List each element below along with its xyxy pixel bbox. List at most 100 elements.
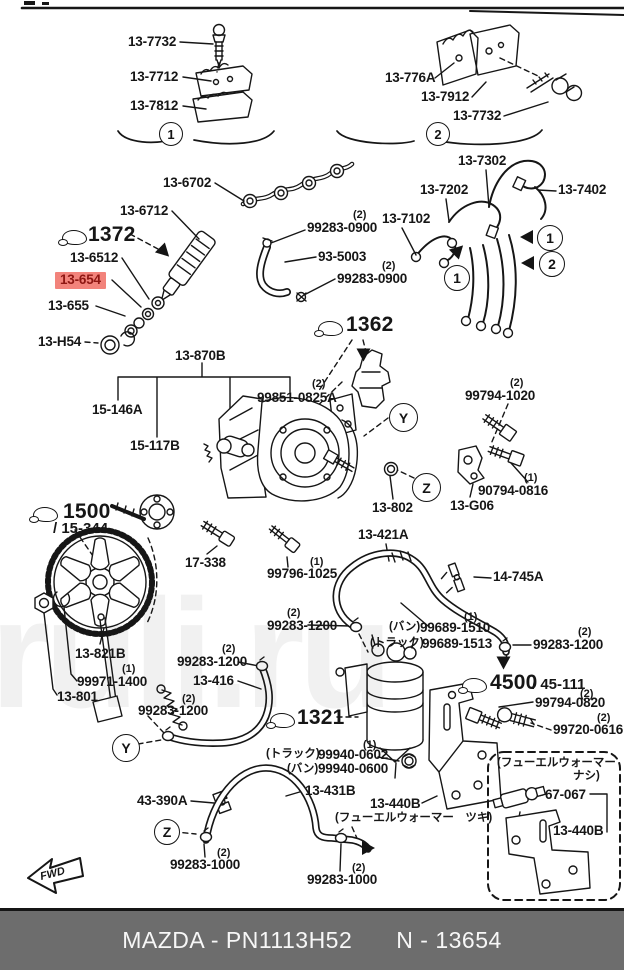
arrow-icon: [520, 230, 533, 244]
part-label-997940820-63: 99794-0820: [535, 695, 606, 710]
clamp-blocks-left: [192, 23, 253, 123]
part-label-13440B-72: 13-440B: [370, 796, 421, 811]
callout-circle-1-4: 1: [444, 265, 470, 291]
part-label-15344-19: / 15-344: [53, 520, 109, 537]
part-label-13655-11: 13-655: [48, 298, 89, 313]
part-label-992831200-55: 99283-1200: [177, 654, 248, 669]
part-label-1500-18: 1500: [63, 500, 111, 523]
ref-balloon-icon: [266, 713, 295, 729]
part-label-45111-61: / 45-111: [532, 676, 586, 693]
part-label-137402-29: 13-7402: [558, 182, 607, 197]
part-label-2-52: (2): [578, 626, 592, 638]
top-rule: [20, 1, 624, 16]
footer-catalog-number: MAZDA - PN1113H52: [122, 927, 353, 953]
injector-pipes: [410, 159, 547, 339]
ref-balloon-icon: [314, 321, 343, 337]
part-label-13421A-43: 13-421A: [358, 527, 409, 542]
part-label-2-31: (2): [353, 209, 367, 221]
part-label-67067-81: 67-067: [545, 787, 586, 802]
part-label-996891510-49: 99689-1510: [420, 620, 491, 635]
mount-bolts-right: [457, 414, 525, 485]
part-label-1362-36: 1362: [346, 313, 394, 336]
part-label-2-54: (2): [222, 643, 236, 655]
part-label-997961025-22: 99796-1025: [267, 566, 338, 581]
part-label-43390A-74: 43-390A: [137, 793, 188, 808]
part-label-1-47: (1): [464, 611, 478, 623]
part-label--48: (バン): [389, 621, 421, 633]
part-label--79: (フューエルウォーマー: [497, 757, 616, 769]
part-label-136702-6: 13-6702: [163, 175, 212, 190]
footer-bar: MAZDA - PN1113H52 N - 13654: [0, 908, 624, 970]
part-label-2-16: (2): [312, 378, 326, 390]
fuel-filter: [335, 634, 502, 810]
part-label-935003-33: 93-5003: [318, 249, 367, 264]
part-label-137712-1: 13-7712: [130, 69, 179, 84]
part-label-13801-26: 13-801: [57, 689, 98, 704]
callout-circle-Z-8: Z: [154, 819, 180, 845]
part-label-2-77: (2): [352, 862, 366, 874]
bracket-bolts-bottom: [465, 706, 537, 730]
part-label-13802-42: 13-802: [372, 500, 413, 515]
part-label-13G06-41: 13-G06: [450, 498, 494, 513]
part-label-997200616-65: 99720-0616: [553, 722, 624, 737]
part-label-13654-10: 13-654: [55, 272, 106, 290]
part-label-137912-4: 13-7912: [421, 89, 470, 104]
part-label-999400602-68: 99940-0602: [318, 747, 389, 762]
part-label-137732-5: 13-7732: [453, 108, 502, 123]
callout-circle-1-2: 1: [537, 225, 563, 251]
part-label-137102-30: 13-7102: [382, 211, 431, 226]
part-label-13776A-3: 13-776A: [385, 70, 436, 85]
part-label-1-24: (1): [122, 663, 136, 675]
part-label--80: ナシ): [573, 770, 600, 782]
callout-circle-2-1: 2: [426, 122, 450, 146]
ref-balloon-icon: [458, 678, 487, 694]
part-label-996891513-51: 99689-1513: [422, 636, 493, 651]
fuel-line: [240, 161, 355, 209]
part-label-1372-8: 1372: [88, 223, 136, 246]
clamp-blocks-right: [436, 24, 583, 102]
arrow-icon: [362, 841, 375, 855]
footer-figure-number: N - 13654: [396, 927, 502, 953]
injection-nozzle: [100, 230, 216, 355]
part-label-14745A-44: 14-745A: [493, 569, 544, 584]
part-label--69: (バン): [287, 763, 319, 775]
part-label--50: (トラック): [370, 637, 424, 649]
part-label-1-21: (1): [310, 556, 324, 568]
part-label--73: (フューエルウォーマー ツキ): [335, 812, 493, 824]
cam-pulley: [34, 527, 188, 731]
part-label-137202-28: 13-7202: [420, 182, 469, 197]
injection-pump: [110, 395, 359, 530]
part-label-15146A-14: 15-146A: [92, 402, 143, 417]
part-label-992831200-46: 99283-1200: [267, 618, 338, 633]
part-label-999711400-25: 99971-1400: [77, 674, 148, 689]
part-label-2-34: (2): [382, 260, 396, 272]
part-label-13870B-13: 13-870B: [175, 348, 226, 363]
arrow-icon: [521, 256, 534, 270]
part-label-137812-2: 13-7812: [130, 98, 179, 113]
callout-circle-Y-5: Y: [389, 403, 418, 432]
callout-circle-1-0: 1: [159, 122, 183, 146]
bracket-bolts: [200, 520, 301, 554]
part-label-15117B-15: 15-117B: [130, 438, 180, 453]
water-hose: [256, 237, 307, 303]
part-label-13H54-12: 13-H54: [38, 334, 82, 349]
part-label-992831200-53: 99283-1200: [533, 637, 604, 652]
oil-pipe: [92, 613, 123, 723]
part-label-1-66: (1): [363, 739, 377, 751]
part-label-2-75: (2): [217, 847, 231, 859]
part-label-13431B-71: 13-431B: [305, 783, 356, 798]
part-label-137732-0: 13-7732: [128, 34, 177, 49]
part-label-992831200-58: 99283-1200: [138, 703, 209, 718]
part-label-13416-56: 13-416: [193, 673, 234, 688]
part-label-992831000-78: 99283-1000: [307, 872, 378, 887]
part-label-13821B-23: 13-821B: [75, 646, 126, 661]
part-label-1321-59: 1321: [297, 706, 345, 729]
ref-balloon-icon: [58, 230, 87, 246]
part-label-992830900-32: 99283-0900: [307, 220, 378, 235]
part-label-997941020-38: 99794-1020: [465, 388, 536, 403]
part-label-4500-60: 4500: [490, 671, 538, 694]
callout-circle-Z-6: Z: [412, 473, 441, 502]
part-label-998510825A-17: 99851-0825A: [257, 390, 337, 405]
part-label-907940816-40: 90794-0816: [478, 483, 549, 498]
